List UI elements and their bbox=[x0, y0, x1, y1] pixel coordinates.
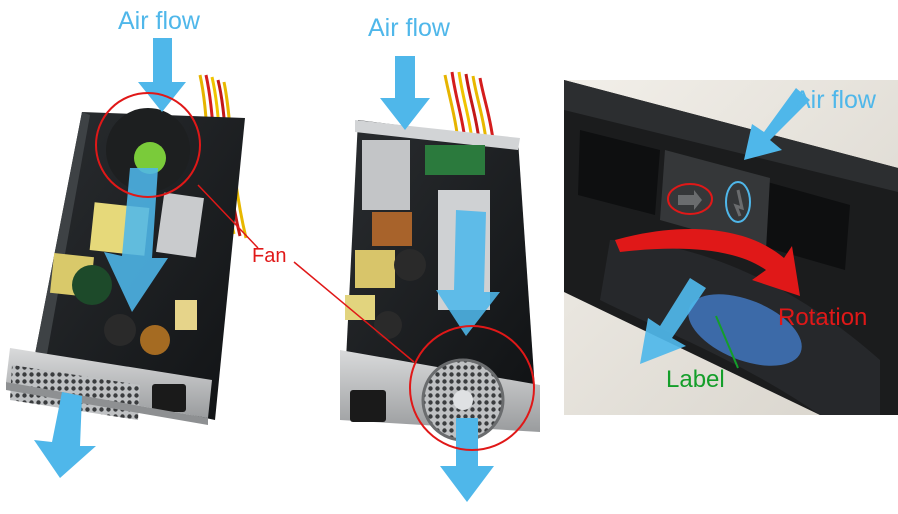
fan-label: Fan bbox=[252, 245, 287, 267]
right-frame-pocket-2 bbox=[758, 180, 850, 270]
left-board-part bbox=[175, 300, 197, 330]
label-callout-line bbox=[715, 315, 739, 369]
middle-capacitor bbox=[394, 249, 426, 281]
left-airflow-through-arrow bbox=[104, 168, 168, 312]
label-label: Label bbox=[666, 366, 725, 393]
rotation-direction-mark bbox=[733, 189, 745, 217]
red-marker-circle bbox=[667, 183, 713, 215]
middle-airflow-out-arrow bbox=[440, 418, 494, 502]
airflow-label-middle: Air flow bbox=[368, 14, 450, 42]
right-airflow-in-arrow bbox=[744, 88, 810, 160]
middle-airflow-in-arrow bbox=[380, 56, 430, 130]
left-power-socket bbox=[152, 384, 186, 412]
right-fan-sticker bbox=[688, 294, 802, 366]
rotation-label: Rotation bbox=[778, 304, 868, 331]
middle-daughterboard bbox=[425, 145, 485, 175]
fan-callout-line-middle bbox=[293, 261, 415, 363]
middle-fan-hub bbox=[453, 390, 473, 410]
middle-yellow-part bbox=[355, 250, 395, 288]
right-fan-frame-top bbox=[564, 80, 898, 192]
fan-callout-line-left bbox=[197, 184, 259, 249]
left-capacitor-2 bbox=[104, 314, 136, 346]
middle-psu-photo bbox=[340, 71, 540, 442]
right-frame-pocket bbox=[578, 130, 660, 215]
middle-fan-callout-circle bbox=[409, 325, 535, 451]
left-capacitor-3 bbox=[140, 325, 170, 355]
right-airflow-out-arrow bbox=[640, 278, 706, 364]
middle-capacitor-2 bbox=[374, 311, 402, 339]
left-fan-callout-circle bbox=[95, 92, 201, 198]
middle-airflow-through-arrow bbox=[436, 210, 500, 336]
left-airflow-in-arrow bbox=[138, 38, 186, 112]
airflow-label-left: Air flow bbox=[118, 7, 200, 35]
middle-yellow-part-2 bbox=[345, 295, 375, 320]
left-capacitor bbox=[72, 265, 112, 305]
blue-marker-circle bbox=[725, 181, 751, 223]
airflow-label-right: Air flow bbox=[794, 86, 876, 114]
rotation-arrow bbox=[615, 229, 800, 296]
middle-copper-coil bbox=[372, 212, 412, 246]
middle-wire-bundle bbox=[443, 71, 495, 141]
middle-power-socket bbox=[350, 390, 386, 422]
airflow-direction-mark bbox=[678, 190, 702, 210]
left-fan-hub bbox=[134, 142, 166, 174]
right-frame-mold bbox=[660, 150, 770, 250]
middle-top-grill bbox=[355, 120, 520, 150]
left-side-wall bbox=[30, 112, 90, 382]
left-airflow-out-arrow bbox=[34, 392, 96, 478]
middle-heatsink bbox=[362, 140, 410, 210]
left-heatsink bbox=[156, 192, 204, 258]
